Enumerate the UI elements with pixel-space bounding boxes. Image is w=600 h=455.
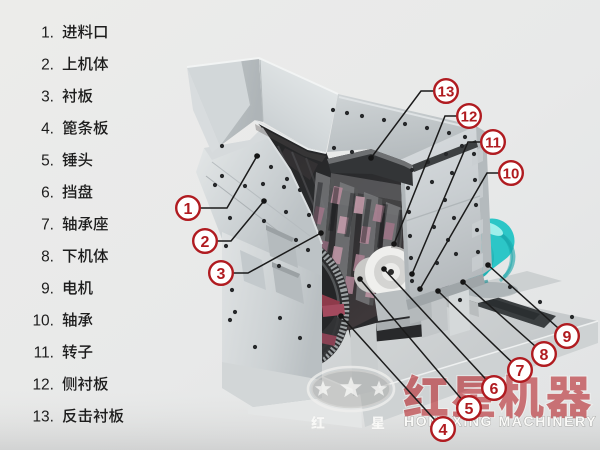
- svg-text:5.: 5.: [41, 153, 54, 170]
- svg-text:2: 2: [201, 234, 210, 251]
- svg-text:7.: 7.: [41, 217, 54, 234]
- svg-text:7: 7: [516, 363, 525, 380]
- svg-text:5: 5: [465, 401, 474, 418]
- svg-text:12.: 12.: [32, 377, 54, 394]
- svg-text:12: 12: [461, 108, 478, 125]
- svg-text:4.: 4.: [41, 121, 54, 138]
- svg-text:4: 4: [439, 422, 448, 439]
- svg-text:13: 13: [438, 83, 455, 100]
- svg-text:11.: 11.: [34, 345, 54, 362]
- svg-text:8: 8: [540, 347, 549, 364]
- svg-text:1.: 1.: [41, 25, 54, 42]
- svg-text:3: 3: [217, 266, 226, 283]
- svg-text:6.: 6.: [41, 185, 54, 202]
- svg-text:10.: 10.: [32, 313, 54, 330]
- svg-text:3.: 3.: [41, 89, 54, 106]
- svg-text:11: 11: [485, 134, 501, 151]
- svg-text:6: 6: [490, 381, 499, 398]
- svg-text:10: 10: [503, 165, 520, 182]
- svg-text:9.: 9.: [41, 281, 54, 298]
- svg-text:9: 9: [563, 329, 572, 346]
- svg-text:2.: 2.: [41, 57, 54, 74]
- svg-text:1: 1: [184, 201, 193, 218]
- svg-text:8.: 8.: [41, 249, 54, 266]
- svg-text:13.: 13.: [32, 409, 54, 426]
